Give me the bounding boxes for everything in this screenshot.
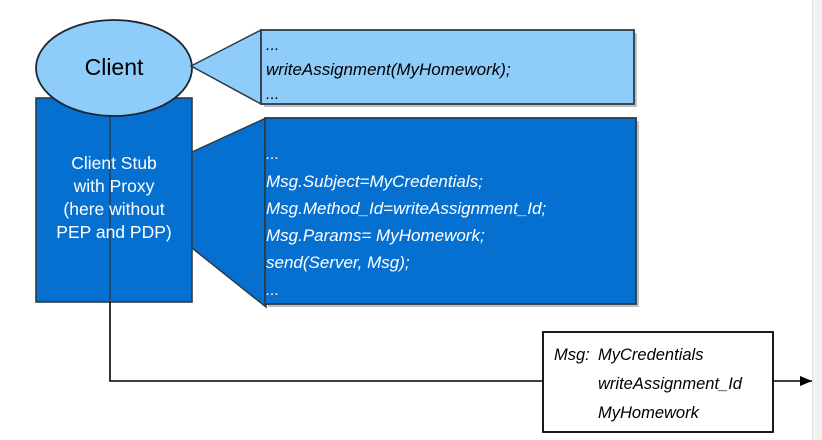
stub-callout-body: [264, 117, 637, 305]
client-ellipse-shape: [35, 19, 193, 117]
cylinder-body: [35, 97, 193, 303]
client-code-callout[interactable]: [189, 28, 637, 107]
message-flow-connector: [109, 302, 812, 386]
message-box[interactable]: [542, 331, 774, 433]
client-ellipse[interactable]: [35, 19, 193, 117]
stub-code-callout[interactable]: [191, 116, 639, 309]
arrow-head-icon: [800, 376, 812, 386]
stub-callout-tail: [191, 116, 267, 309]
client-stub-cylinder[interactable]: [35, 97, 193, 303]
client-callout-body: [260, 29, 635, 105]
client-callout-tail: [189, 28, 262, 106]
page-edge-strip: [812, 0, 822, 440]
message-box-frame: [542, 331, 774, 433]
connector-line: [109, 302, 543, 382]
